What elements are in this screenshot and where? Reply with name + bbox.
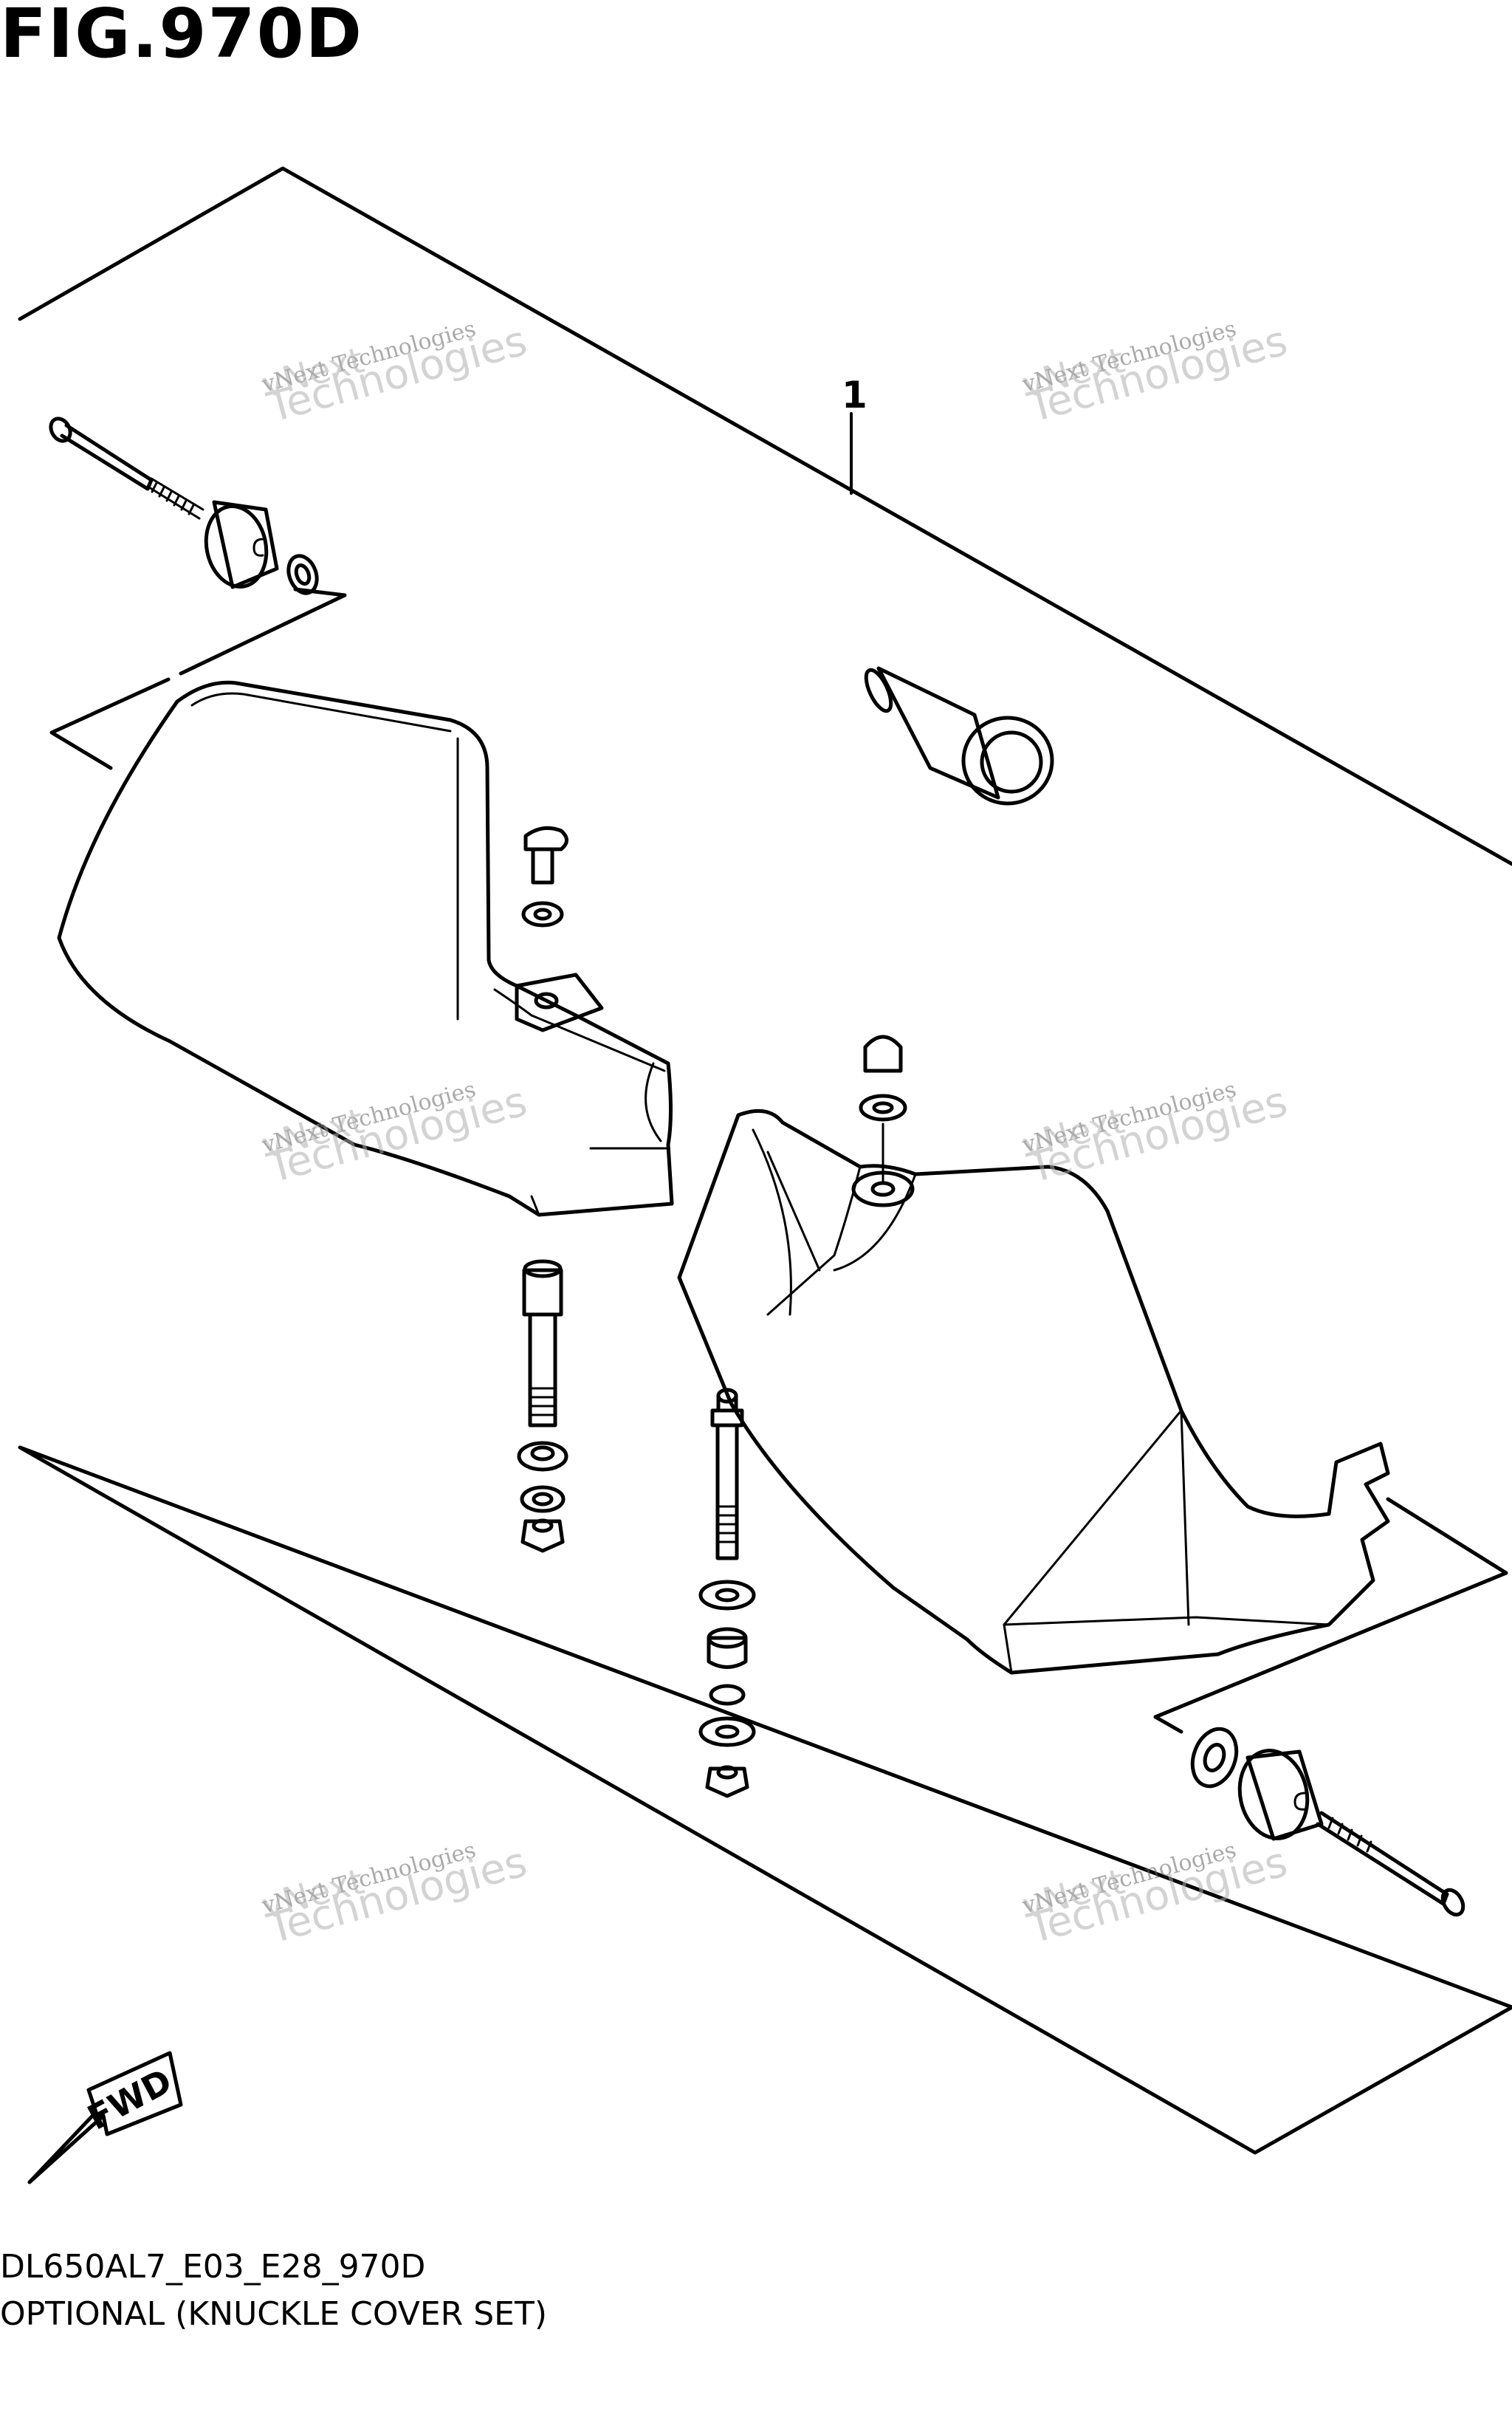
left-bar-end-bolt — [49, 417, 205, 520]
right-lower-bolt-stack — [698, 1388, 756, 1798]
left-knuckle-cover — [57, 680, 674, 1217]
callout-number-1: 1 — [842, 374, 867, 417]
right-washer — [1190, 1727, 1239, 1789]
right-bar-end-bolt — [1316, 1811, 1465, 1917]
right-cover-cap-nut — [863, 1035, 903, 1073]
right-knuckle-cover — [677, 1108, 1390, 1675]
figure-title: FIG.970D — [0, 0, 363, 73]
right-cover-washer — [859, 1094, 907, 1122]
left-cover-screw — [523, 826, 568, 885]
figure-caption: OPTIONAL (KNUCKLE COVER SET) — [0, 2295, 547, 2333]
left-cover-washer — [521, 901, 564, 928]
left-mount-guide — [49, 587, 347, 770]
fwd-arrow-icon — [27, 2051, 183, 2184]
set-boundary-frame — [18, 166, 1512, 2155]
right-mount-guide — [1153, 1497, 1508, 1734]
left-lower-bolt-stack — [517, 1259, 568, 1553]
model-code: DL650AL7_E03_E28_970D — [0, 2248, 426, 2286]
grip-end-rubber — [864, 666, 1054, 806]
left-bar-end-weight — [204, 500, 279, 589]
right-bar-end-weight — [1237, 1749, 1324, 1841]
